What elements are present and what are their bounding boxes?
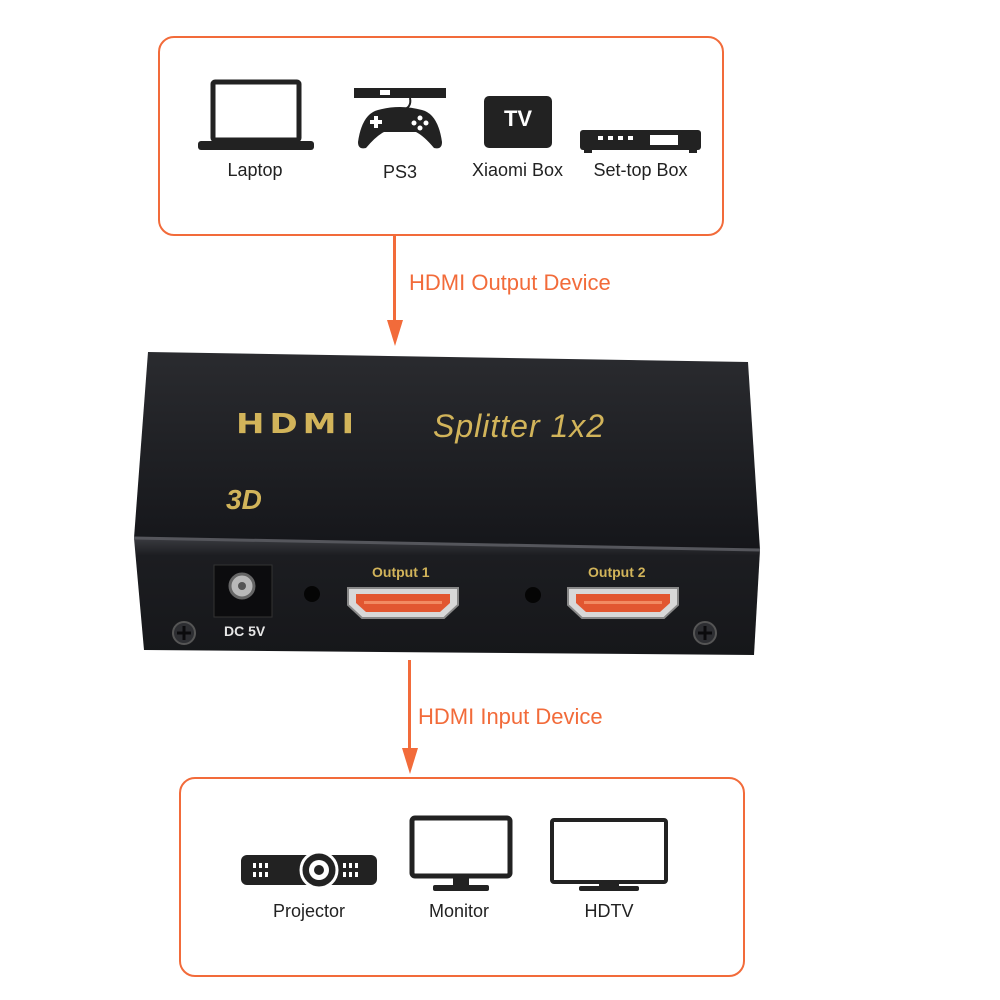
projector-device: Projector: [239, 849, 379, 929]
output-arrow-label: HDMI Output Device: [409, 270, 611, 295]
3d-badge: 3D: [226, 484, 262, 515]
monitor-device: Monitor: [409, 815, 513, 927]
hdtv-icon: [550, 818, 668, 891]
xiaomi-box-label: Xiaomi Box: [471, 160, 564, 180]
projector-label: Projector: [272, 901, 346, 921]
ps3-device: PS3: [350, 86, 450, 196]
settop-box-icon: [580, 130, 701, 153]
input-arrow-head: [402, 748, 418, 774]
hdmi-logo-text: HDMI: [236, 408, 360, 440]
output-arrow-head: [387, 320, 403, 346]
laptop-icon: [198, 79, 314, 150]
input-devices-panel: Projector Monitor HDTV: [179, 777, 745, 977]
output-arrow-line: [393, 236, 396, 326]
tv-box-text: TV: [503, 106, 533, 131]
ps3-console-icon: [354, 88, 446, 149]
output-2-label: Output 2: [588, 564, 646, 580]
hdtv-device: HDTV: [549, 817, 669, 929]
monitor-icon: [409, 815, 513, 891]
dc-jack-label: DC 5V: [224, 623, 266, 639]
xiaomi-box-device: TV Xiaomi Box: [470, 94, 565, 194]
output-devices-panel: Laptop PS3 TV Xiaomi Box: [158, 36, 724, 236]
hdtv-label: HDTV: [584, 901, 634, 921]
output-1-label: Output 1: [372, 564, 430, 580]
settop-box-label: Set-top Box: [593, 160, 688, 180]
projector-icon: [241, 850, 377, 889]
settop-box-device: Set-top Box: [578, 126, 703, 196]
splitter-body-icon: [133, 352, 761, 655]
splitter-model-text: Splitter 1x2: [433, 408, 606, 444]
input-arrow-label: HDMI Input Device: [418, 704, 603, 729]
laptop-label: Laptop: [227, 160, 283, 180]
tv-box-icon: [484, 96, 552, 148]
ps3-label: PS3: [382, 162, 418, 182]
laptop-device: Laptop: [198, 78, 314, 188]
hdmi-splitter-device: HDMI Splitter 1x2 3D DC 5V Output 1 Outp…: [128, 350, 768, 660]
monitor-label: Monitor: [428, 901, 490, 921]
input-arrow-line: [408, 660, 411, 752]
